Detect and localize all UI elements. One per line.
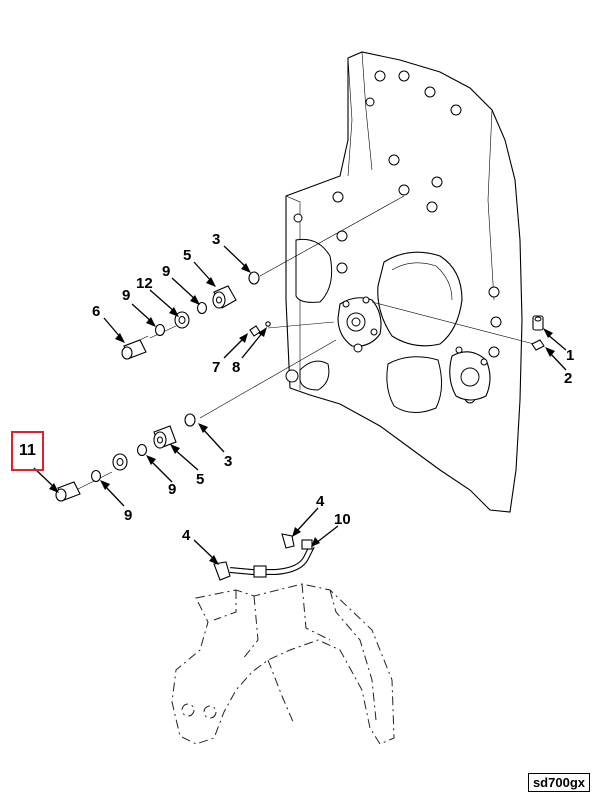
callout-1: 1 (566, 347, 574, 364)
plug (249, 325, 261, 337)
callout-12: 12 (136, 275, 153, 292)
callout-9-bottom: 9 (124, 507, 132, 524)
callout-5-upper: 5 (183, 247, 191, 264)
callout-9-left: 9 (122, 287, 130, 304)
callout-9-top: 9 (162, 263, 170, 280)
lower-bracket-outline (171, 583, 395, 745)
callout-9-mid: 9 (168, 481, 176, 498)
callout-3-upper: 3 (212, 231, 220, 248)
callout-labels: 1 2 3 3 4 4 5 5 6 7 8 9 9 9 9 10 12 (92, 231, 574, 544)
highlighted-callout-label: 11 (19, 442, 36, 459)
o-ring-upper (248, 271, 260, 285)
callout-4-upper: 4 (316, 493, 325, 510)
callout-6: 6 (92, 303, 100, 320)
callout-5-lower: 5 (196, 471, 204, 488)
reference-code-label: sd700gx (527, 773, 590, 792)
upper-hose-assembly (112, 311, 190, 471)
gear-housing (285, 51, 523, 513)
callout-4-lower: 4 (182, 527, 191, 544)
callout-10: 10 (334, 511, 351, 528)
callout-2: 2 (564, 370, 572, 387)
sealing-washer-9b (196, 301, 208, 315)
sealing-washer-9a (154, 323, 166, 337)
adapter-fitting-lower (153, 425, 177, 449)
adapter-fitting-upper (212, 285, 237, 309)
banjo-bolt-upper (121, 335, 149, 360)
highlighted-callout-11[interactable]: 11 (11, 431, 44, 471)
o-ring-lower (184, 413, 196, 427)
callout-3-lower: 3 (224, 453, 232, 470)
lower-tube-assembly (213, 533, 315, 581)
leader-arrows (33, 245, 567, 565)
sealing-washer-9c (90, 469, 102, 483)
callout-7: 7 (212, 359, 220, 376)
banjo-bolt-lower (55, 481, 81, 502)
plug-seal (265, 321, 271, 327)
callout-8: 8 (232, 359, 240, 376)
right-fitting (531, 315, 545, 351)
sealing-washer-9d (136, 443, 148, 457)
